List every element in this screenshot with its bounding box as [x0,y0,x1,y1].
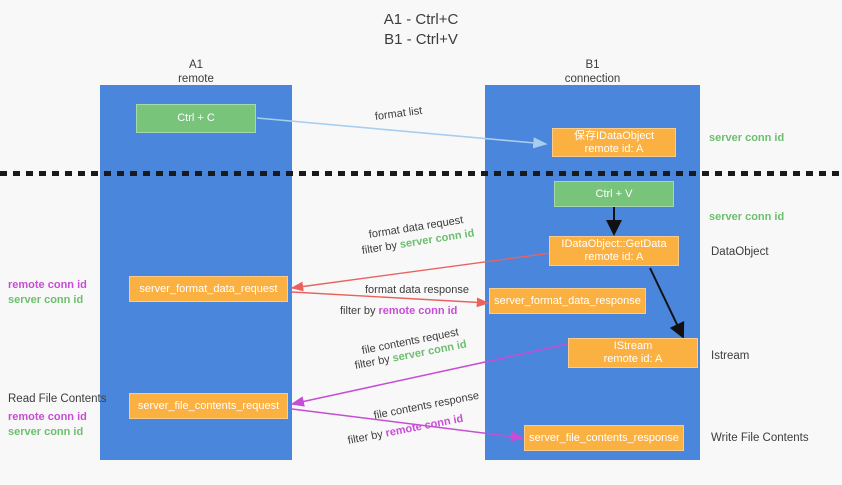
box-ctrl-c-label: Ctrl + C [177,112,215,124]
box-server-format-data-request-label: server_format_data_request [139,282,278,295]
left-conn-id-pair-2: remote conn id server conn id [8,410,87,440]
right-label-write-file-contents: Write File Contents [711,432,809,444]
box-server-format-data-response-label: server_format_data_response [494,294,641,307]
box-ctrl-v-label: Ctrl + V [595,187,633,200]
remote-conn-id-text-1: remote conn id [378,305,458,317]
box-ctrl-v[interactable]: Ctrl + V [554,181,674,207]
lane-b1-sub: connection [564,73,621,85]
title-line-2: B1 - Ctrl+V [384,31,458,48]
box-istream-line1: IStream [613,340,653,352]
label-filter-by-remote-conn-id-1: filter by remote conn id [340,304,457,319]
box-istream-line2: remote id: A [603,353,663,365]
box-save-idataobject[interactable]: 保存IDataObject remote id: A [552,128,676,157]
box-idataobject-getdata-line1: IDataObject::GetData [561,238,667,250]
right-server-conn-id-mid: server conn id [709,211,785,223]
label-format-data-response: format data response [365,284,469,296]
filter-by-text-4: filter by [346,428,384,447]
box-server-file-contents-response-label: server_file_contents_response [529,431,679,444]
box-idataobject-getdata-line2: remote id: A [584,251,644,263]
box-save-idataobject-line1: 保存IDataObject [573,129,655,142]
box-server-format-data-request[interactable]: server_format_data_request [129,276,288,302]
filter-by-text-2: filter by [340,305,376,317]
right-label-data-object: DataObject [711,246,769,258]
box-server-format-data-response[interactable]: server_format_data_response [489,288,646,314]
lane-header-a1: A1 remote [100,58,292,86]
box-server-file-contents-request[interactable]: server_file_contents_request [129,393,288,419]
left-conn-id-pair-1: remote conn id server conn id [8,278,87,308]
diagram-title: A1 - Ctrl+C B1 - Ctrl+V [0,10,842,50]
right-label-istream: Istream [711,350,750,362]
dashed-divider [0,171,842,176]
box-idataobject-getdata[interactable]: IDataObject::GetData remote id: A [549,236,679,266]
title-line-1: A1 - Ctrl+C [383,11,459,28]
box-server-file-contents-response[interactable]: server_file_contents_response [524,425,684,451]
box-save-idataobject-line2: remote id: A [584,142,644,155]
left-remote-conn-id-1: remote conn id [8,279,87,291]
lane-a1-name: A1 [188,59,204,71]
lane-header-b1: B1 connection [485,58,700,86]
label-format-list: format list [374,104,423,123]
box-istream[interactable]: IStream remote id: A [568,338,698,368]
lane-a1-sub: remote [178,73,214,85]
box-ctrl-c[interactable]: Ctrl + C [136,104,256,133]
left-remote-conn-id-2: remote conn id [8,411,87,423]
lane-b1-name: B1 [585,59,600,71]
box-server-file-contents-request-label: server_file_contents_request [137,399,280,412]
left-server-conn-id-1: server conn id [8,294,84,306]
right-server-conn-id-top: server conn id [709,132,785,144]
filter-by-text-3: filter by [353,353,391,372]
label-read-file-contents: Read File Contents [8,393,107,405]
left-server-conn-id-2: server conn id [8,426,84,438]
filter-by-text-1: filter by [360,239,398,257]
